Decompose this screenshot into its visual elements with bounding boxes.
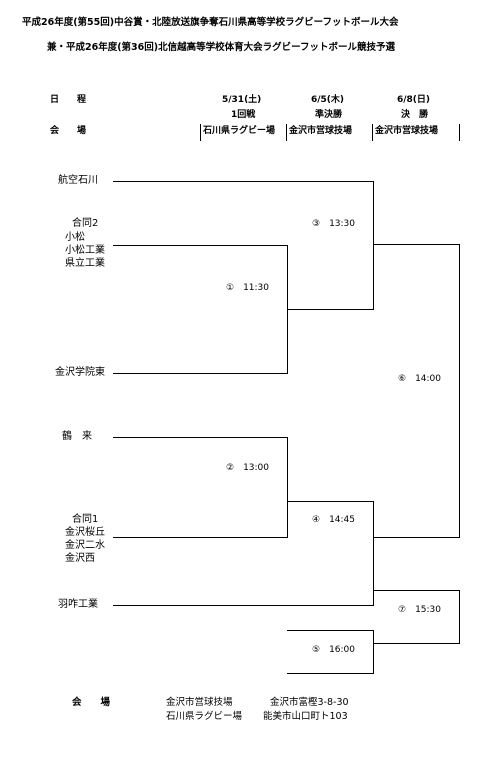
col1-round: 1回戦 <box>231 110 256 120</box>
team-1: 航空石川 <box>58 175 98 186</box>
title-line-2: 兼・平成26年度(第36回)北信越高等学校体育大会ラグビーフットボール競技予選 <box>47 42 396 53</box>
col2-round: 準決勝 <box>315 110 343 120</box>
footer-venue-2-address: 能美市山口町ト103 <box>263 711 348 722</box>
match-2-label: ② 13:00 <box>226 463 270 473</box>
title-line-1: 平成26年度(第55回)中谷賞・北陸放送旗争奪石川県高等学校ラグビーフットボール… <box>22 17 399 28</box>
team-5-line-1: 合同1 <box>72 514 99 525</box>
schedule-venue-label: 会 場 <box>50 126 87 136</box>
col3-venue: 金沢市営球技場 <box>375 126 439 136</box>
match-7-label: ⑦ 15:30 <box>398 605 442 615</box>
footer-venue-1-address: 金沢市富樫3-8-30 <box>270 697 349 708</box>
col1-date: 5/31(土) <box>222 95 262 105</box>
footer-venue-1-name: 金沢市営球技場 <box>166 697 233 708</box>
col3-date: 6/8(日) <box>397 95 431 105</box>
match-6-label: ⑥ 14:00 <box>398 374 442 384</box>
match-5-label: ⑤ 16:00 <box>312 645 356 655</box>
col1-venue: 石川県ラグビー場 <box>203 126 276 136</box>
schedule-date-label: 日 程 <box>50 95 87 105</box>
team-6: 羽咋工業 <box>58 599 98 610</box>
match-1-label: ① 11:30 <box>226 283 270 293</box>
team-3: 金沢学院東 <box>55 367 105 378</box>
team-5-line-2: 金沢桜丘 <box>65 527 105 538</box>
team-2-line-4: 県立工業 <box>65 258 105 269</box>
col3-round: 決 勝 <box>401 110 429 120</box>
team-4: 鶴 来 <box>62 431 92 442</box>
col2-venue: 金沢市営球技場 <box>289 126 353 136</box>
team-5-line-4: 金沢西 <box>65 553 95 564</box>
footer-venue-2-name: 石川県ラグビー場 <box>166 711 243 722</box>
team-5-line-3: 金沢二水 <box>65 540 105 551</box>
match-4-label: ④ 14:45 <box>312 515 356 525</box>
footer-venue-label: 会 場 <box>72 697 111 708</box>
team-2-line-2: 小松 <box>65 232 85 243</box>
team-2-line-3: 小松工業 <box>65 245 105 256</box>
team-2-line-1: 合同2 <box>72 218 99 229</box>
match-3-label: ③ 13:30 <box>312 219 356 229</box>
col2-date: 6/5(木) <box>311 95 345 105</box>
